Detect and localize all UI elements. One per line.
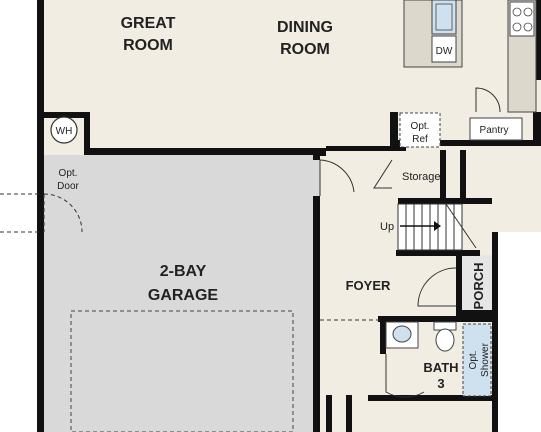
garage-items: WH Opt. Door [0, 116, 355, 432]
walls [37, 0, 541, 432]
opt-door-swing [43, 193, 83, 233]
wall-bath-left-upper [380, 316, 386, 354]
storage-door [373, 159, 393, 189]
stairs-up-label: Up [380, 221, 394, 233]
storage-label: Storage [402, 171, 441, 183]
wall-wh-top [37, 112, 90, 118]
foyer-label: FOYER [346, 278, 391, 293]
opt-door-label-1: Opt. [59, 168, 78, 179]
outside-right [498, 232, 541, 432]
water-heater-label: WH [56, 126, 73, 137]
garage-floor [44, 155, 320, 432]
storage-area: Storage [373, 159, 441, 189]
wall-bath-top [378, 316, 498, 322]
wall-pantry-top [390, 112, 398, 142]
wall-garage-right-lower [313, 196, 320, 432]
bath-label-2: 3 [437, 376, 444, 391]
wall-pantry-right [533, 112, 541, 146]
garage-label-2: GARAGE [148, 287, 219, 304]
wall-hall-top [326, 146, 406, 151]
dishwasher [431, 35, 457, 63]
water-heater [50, 116, 78, 144]
dining-room-label-1: DINING [277, 19, 333, 36]
wall-bottom-lower-left-2 [346, 395, 352, 432]
opt-door-label-2: Door [57, 181, 79, 192]
range [509, 1, 535, 37]
garage-entry-door [319, 159, 355, 196]
wall-storage-inner [460, 150, 466, 202]
shower [462, 323, 492, 397]
wall-bottom-lower-left [326, 395, 332, 432]
wall-left-exterior [37, 0, 44, 432]
pantry-area: Opt. Ref Pantry [399, 87, 523, 148]
opt-ref-box [399, 112, 441, 148]
garage-door-outline [70, 310, 294, 432]
burner-3 [512, 22, 522, 32]
stair-arrow-head [434, 221, 441, 231]
opt-ref-label-2: Ref [412, 134, 428, 145]
wall-porch-right [492, 232, 498, 316]
wall-storage-bottom [398, 198, 492, 204]
wall-porch-left [456, 254, 462, 316]
toilet-bowl [435, 328, 455, 352]
wall-stair-bottom [396, 250, 480, 256]
stair-break [445, 203, 477, 249]
opt-ref-label-1: Opt. [411, 121, 430, 132]
garage-label-1: 2-BAY [160, 263, 207, 280]
porch-label: PORCH [471, 263, 486, 310]
kitchen-island: DW [403, 0, 463, 68]
vanity-sink [392, 325, 412, 343]
sink-basin [435, 3, 453, 31]
opt-shower-label-2: Shower [480, 342, 491, 377]
wall-garage-top [84, 148, 320, 155]
wall-bath-bottom [368, 395, 498, 401]
pantry-door-swing [475, 87, 501, 113]
wall-wh-right [84, 112, 90, 155]
wall-storage-left [440, 150, 446, 202]
pantry-label: Pantry [480, 125, 509, 136]
wall-garage-right-upper [313, 148, 320, 160]
wall-foyer-right-short [318, 148, 326, 156]
burner-1 [512, 7, 522, 17]
burner-4 [523, 22, 533, 32]
great-room-label-1: GREAT [121, 15, 176, 32]
outside-left [0, 0, 40, 432]
stairs: Up [380, 203, 477, 251]
bath-label-1: BATH [423, 360, 458, 375]
room-labels: GREAT ROOM DINING ROOM 2-BAY GARAGE FOYE… [121, 15, 486, 391]
dishwasher-label: DW [436, 46, 453, 57]
wall-pantry-row [390, 140, 540, 146]
bath-door-swing [385, 354, 425, 398]
opt-shower-label-1: Opt. [468, 351, 479, 370]
wall-bath-right [492, 316, 498, 432]
wall-porch-bottom [456, 310, 498, 316]
bath-fixtures: Opt. Shower [385, 321, 492, 397]
burner-2 [523, 7, 533, 17]
front-door-swing [417, 267, 457, 307]
kitchen-counter-right [507, 0, 537, 113]
foyer-items [320, 267, 457, 398]
great-room-label-2: ROOM [123, 37, 173, 54]
porch-floor [458, 255, 498, 315]
wall-kitchen-right [533, 0, 541, 80]
dining-room-label-2: ROOM [280, 41, 330, 58]
pantry-closet [469, 117, 523, 141]
